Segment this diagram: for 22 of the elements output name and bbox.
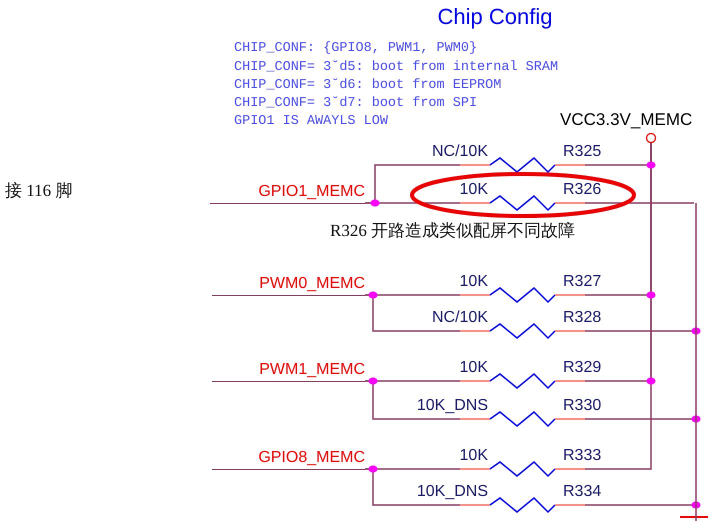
wire — [365, 468, 400, 506]
note-text: CHIP_CONF: {GPIO8, PWM1, PWM0} — [234, 41, 478, 57]
wire — [625, 504, 694, 506]
annotation-text: R326 开路造成类似配屏不同故障 — [330, 221, 576, 241]
wire — [625, 143, 652, 470]
wire — [365, 380, 400, 420]
annotation-text: 接 116 脚 — [5, 181, 72, 201]
wire — [625, 418, 694, 420]
note-text: CHIP_CONF= 3˘d7: boot from SPI — [234, 96, 478, 112]
title: Chip Config — [436, 3, 554, 31]
wire — [365, 294, 400, 332]
net-label: GPIO8_MEMC — [212, 448, 365, 470]
note-text: GPIO1 IS AWAYLS LOW — [234, 114, 388, 130]
ground-rail — [694, 203, 698, 521]
net-label: PWM0_MEMC — [212, 274, 365, 296]
note-text: CHIP_CONF= 3˘d6: boot from EEPROM — [234, 78, 502, 94]
net-label: PWM1_MEMC — [212, 360, 365, 382]
net-label: GPIO1_MEMC — [210, 182, 365, 204]
wire — [365, 202, 400, 204]
note-text: CHIP_CONF= 3˘d5: boot from internal SRAM — [234, 60, 558, 76]
wire — [625, 330, 694, 332]
supply-label: VCC3.3V_MEMC — [560, 110, 720, 143]
